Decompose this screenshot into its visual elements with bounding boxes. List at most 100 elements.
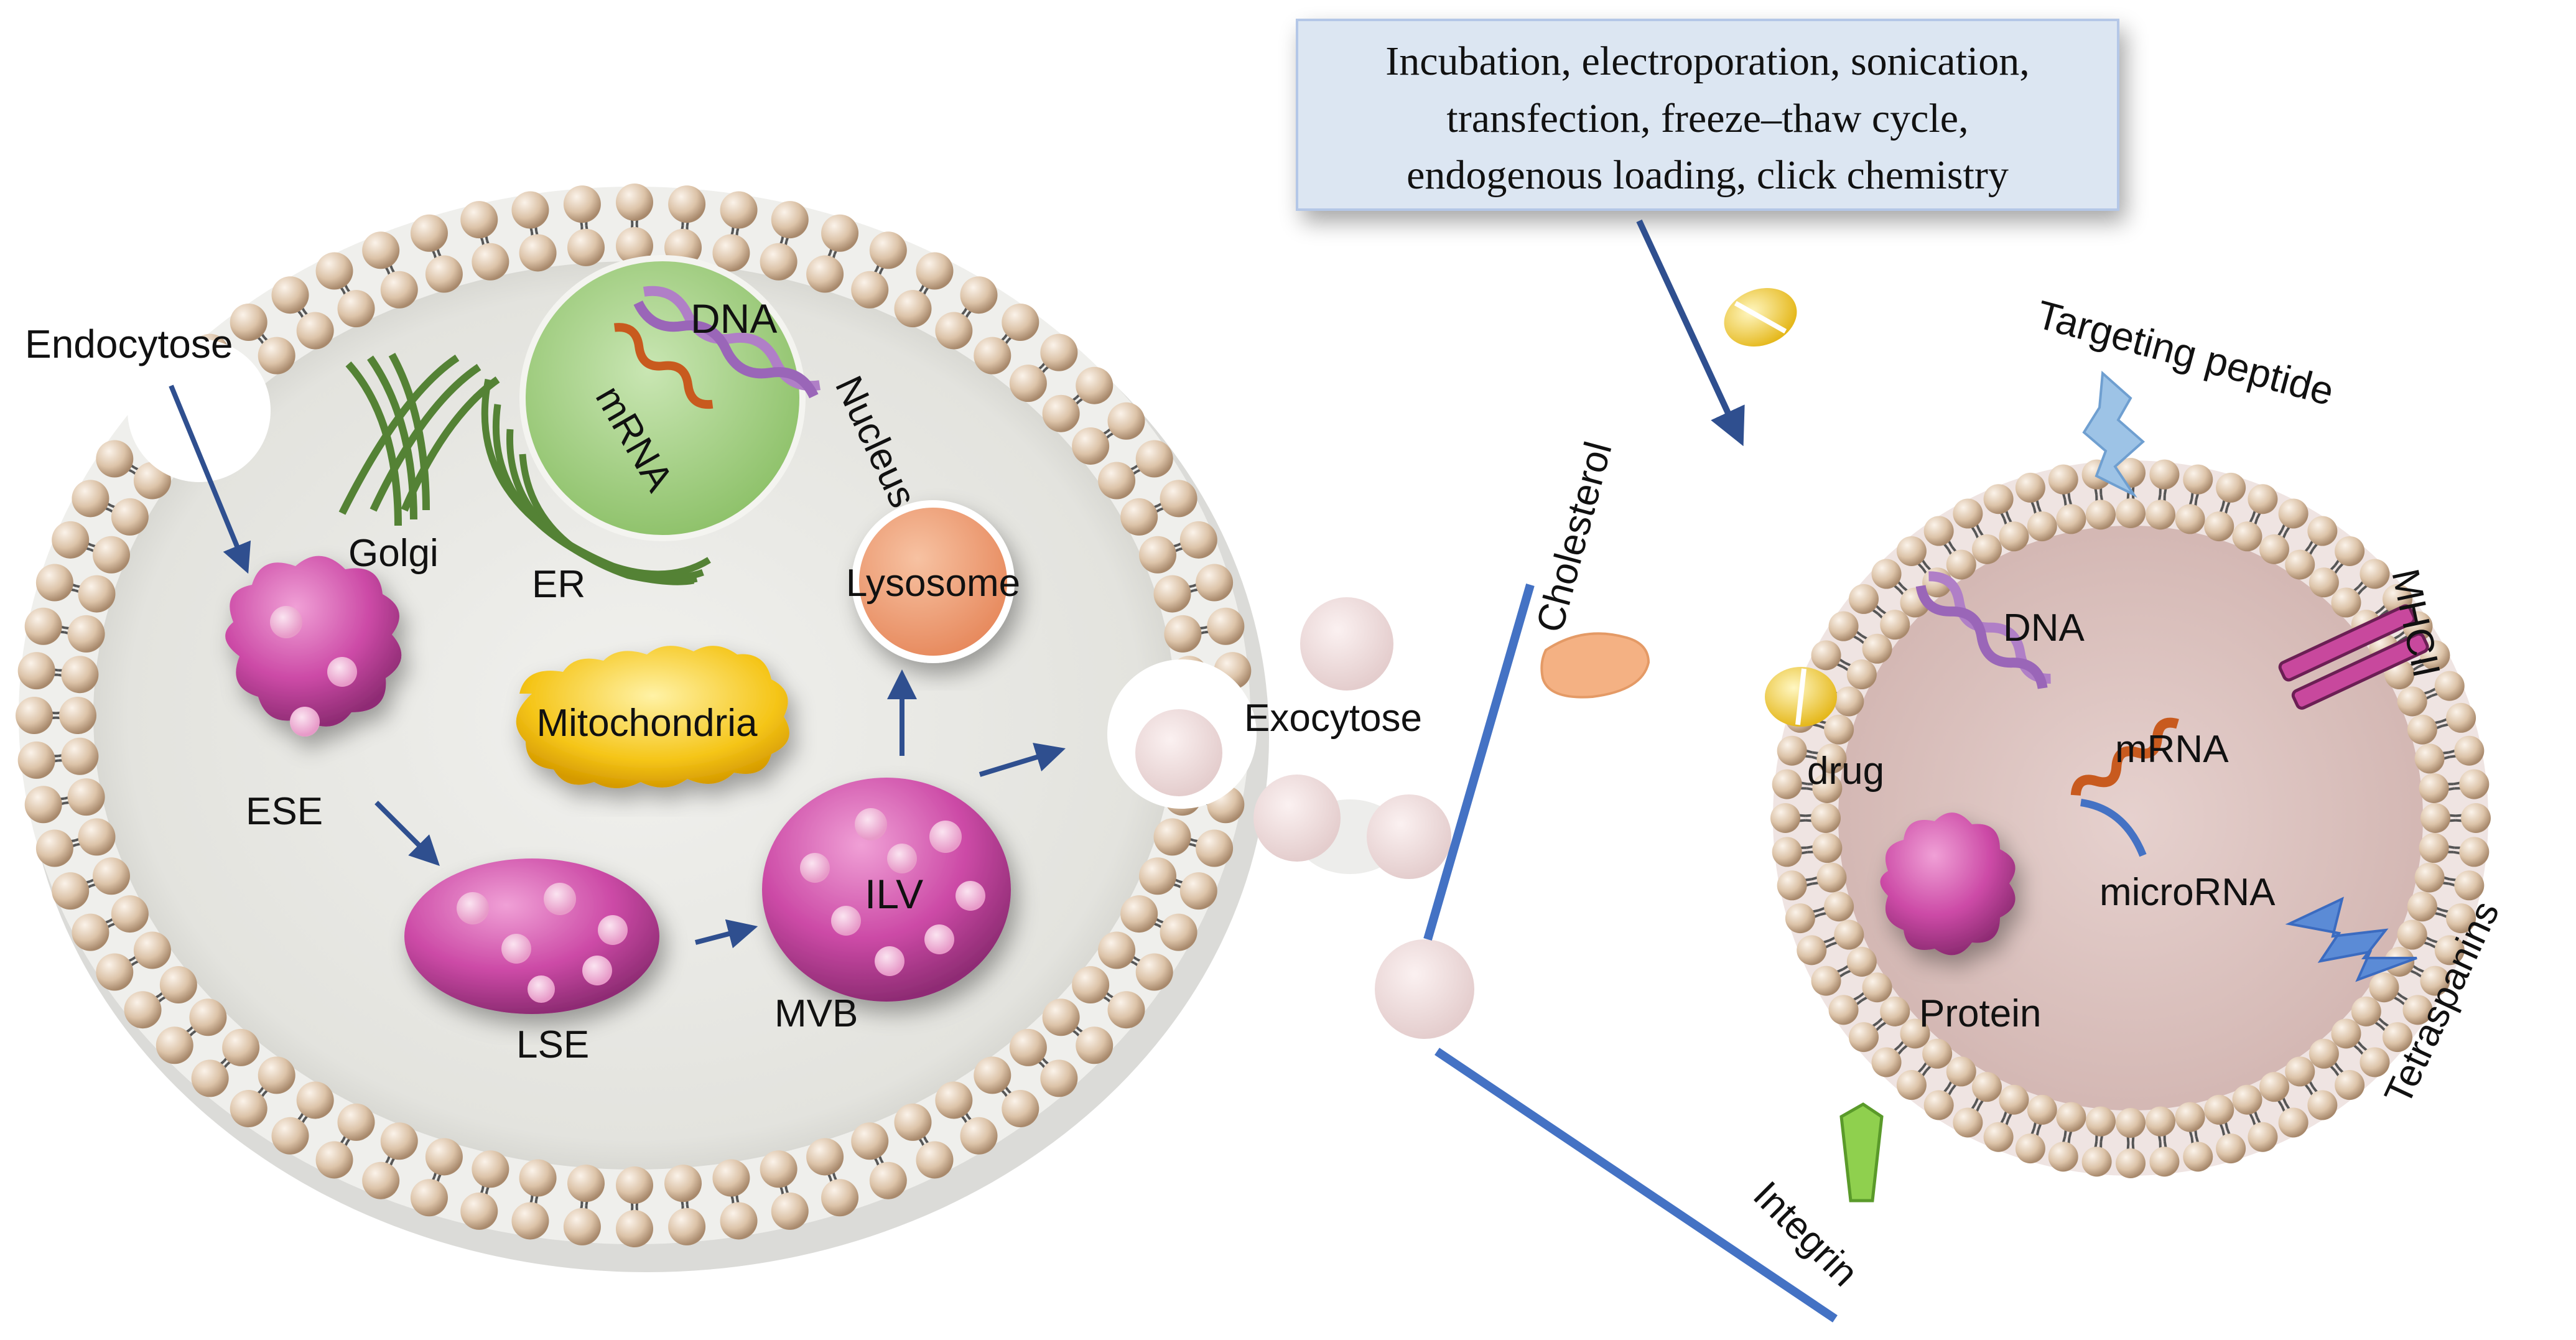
lipid-head [2309, 567, 2339, 598]
exosome-dna-icon [1915, 571, 2051, 689]
lipid-head [17, 652, 55, 690]
lipid-head [511, 191, 549, 229]
lipid-head [1983, 484, 2014, 514]
protein-label: Protein [1919, 992, 2041, 1035]
lipid-head [974, 1056, 1011, 1094]
lipid-head [1107, 402, 1145, 440]
lipid-head [337, 1103, 375, 1141]
golgi-label: Golgi [348, 532, 439, 575]
lipid-head [425, 1138, 463, 1176]
lipid-head [78, 575, 116, 613]
lipid-head [362, 231, 400, 269]
lipid-head [806, 255, 844, 293]
lipid-head [2116, 498, 2146, 528]
lipid-head [2414, 862, 2445, 893]
lipid-head [2204, 511, 2234, 542]
lipid-head [61, 737, 99, 775]
lipid-head [2369, 972, 2399, 1003]
lipid-head [59, 697, 96, 734]
lipid-head [1076, 366, 1114, 404]
lipid-head [1983, 1122, 2014, 1152]
lipid-head [2407, 891, 2437, 922]
lipid-head [2414, 743, 2445, 774]
lipid-head [2085, 1106, 2116, 1137]
lipid-head [189, 998, 227, 1036]
lipid-head [2232, 521, 2262, 552]
ilv-label: ILV [865, 871, 923, 917]
lipid-head [1770, 803, 1800, 833]
lipid-head [1009, 1028, 1047, 1066]
lipid-head [2278, 498, 2309, 529]
lipid-head [1098, 462, 1136, 500]
lipid-head [72, 913, 109, 951]
lipid-head [2081, 1147, 2112, 1177]
lipid-head [1923, 1090, 1954, 1120]
lipid-head [664, 1165, 702, 1203]
microrna-icon [2080, 799, 2147, 857]
lipid-head [821, 214, 859, 252]
lipid-head [1120, 498, 1158, 536]
lipid-head [2407, 714, 2437, 745]
lipid-head [2335, 536, 2365, 566]
mitochondria [516, 646, 789, 788]
exosome-drug-icon [1765, 667, 1837, 727]
lipid-head [2146, 1106, 2176, 1137]
lipid-head [2307, 516, 2338, 546]
lipid-head [2278, 1107, 2309, 1138]
lipid-head [2149, 459, 2180, 490]
lipid-head [1772, 769, 1802, 799]
lipid-head [1946, 1056, 1976, 1087]
lipid-head [2454, 870, 2485, 901]
exocytose-label: Exocytose [1244, 697, 1422, 740]
lipid-head [1777, 870, 1807, 901]
cholesterol-icon [1540, 632, 1650, 699]
lipid-head [2454, 735, 2485, 766]
lipid-head [2285, 1056, 2315, 1087]
lipid-head [2360, 1047, 2390, 1077]
multivesicular-body [762, 778, 1011, 1002]
lipid-head [1196, 829, 1234, 867]
lipid-head [771, 1192, 809, 1230]
lipid-head [563, 185, 601, 223]
lipid-head [2383, 1022, 2413, 1053]
lipid-head [191, 1059, 229, 1097]
lipid-head [1777, 735, 1807, 766]
lipid-head [52, 872, 90, 910]
integrin-icon [1839, 1102, 1884, 1203]
lipid-head [315, 1141, 353, 1179]
lipid-head [96, 953, 134, 991]
lipid-head [2027, 511, 2057, 542]
lipid-head [567, 228, 605, 266]
lipid-head [2015, 472, 2045, 503]
lipid-head [1002, 304, 1039, 342]
lipid-head [52, 521, 90, 559]
lipid-head [230, 1089, 267, 1127]
lipid-head [806, 1138, 844, 1176]
lysosome-label: Lysosome [846, 562, 1020, 605]
lipid-head [1811, 803, 1841, 833]
lipid-head [2335, 1070, 2365, 1100]
lipid-head [61, 656, 99, 694]
lipid-head [1896, 1070, 1927, 1100]
lipid-head [712, 1159, 750, 1197]
lipid-head [2216, 472, 2246, 503]
lipid-head [1120, 895, 1158, 933]
lipid-head [1042, 394, 1080, 432]
lipid-head [2048, 1142, 2078, 1172]
exosome-lumen [1838, 526, 2423, 1110]
lipid-head [1139, 857, 1177, 895]
lipid-head [460, 1192, 498, 1230]
lipid-head [2259, 534, 2289, 564]
lipid-head [2027, 1094, 2057, 1125]
lipid-head [1042, 998, 1080, 1036]
endocytosis-pit [128, 339, 271, 482]
lipid-head [1922, 1038, 1953, 1069]
exosome-mrna-label: mRNA [2115, 728, 2229, 771]
lipid-head [1848, 584, 1879, 614]
lipid-head [96, 440, 134, 478]
lipid-head [67, 615, 105, 653]
pathway-arrows [169, 384, 1066, 949]
lipid-head [1972, 1072, 2002, 1102]
lipid-head [296, 1081, 334, 1119]
